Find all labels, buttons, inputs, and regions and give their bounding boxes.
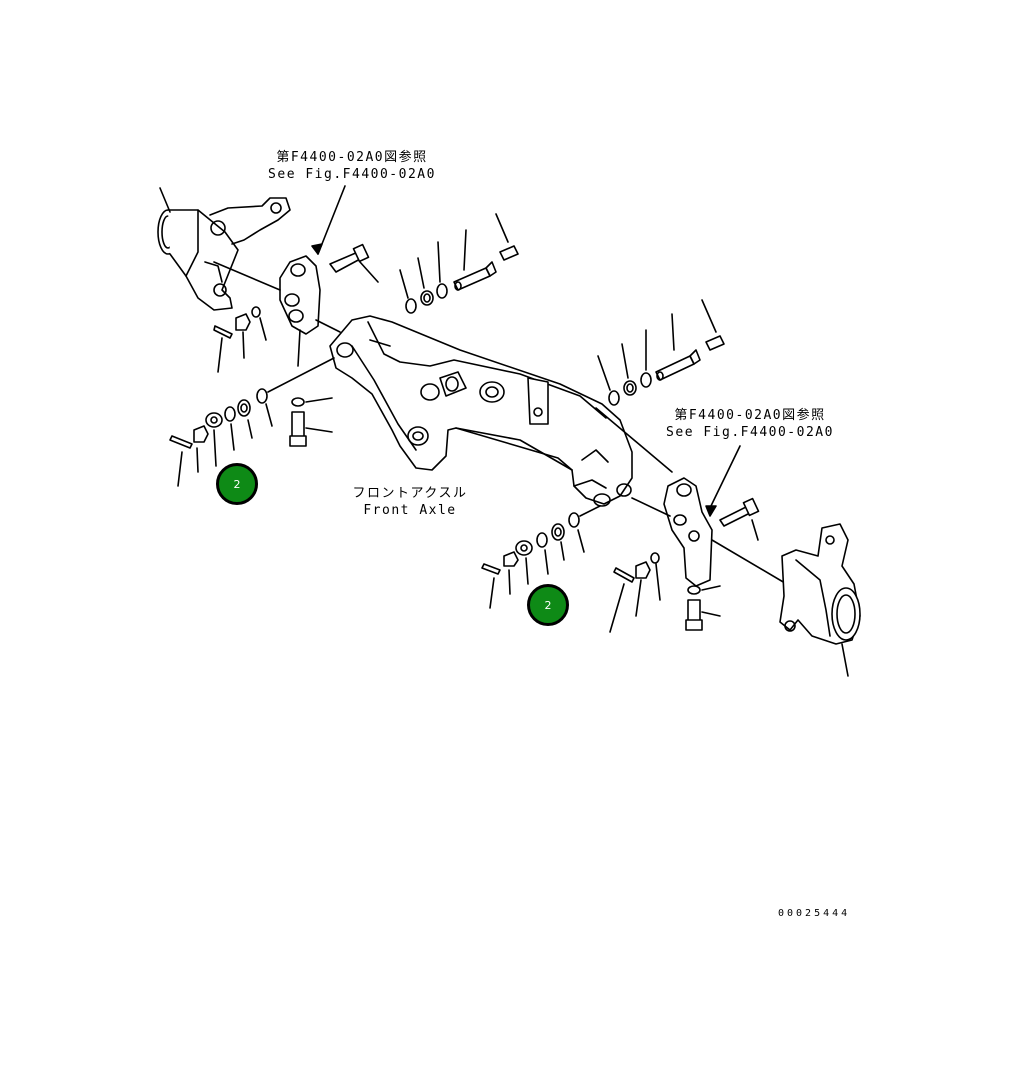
reference-note-right: 第F4400-02A0図参照 See Fig.F4400-02A0: [660, 407, 840, 441]
right-lower-washer-stack: [481, 505, 601, 609]
bolt-upper-left: [329, 243, 379, 283]
reference-note-top-en: See Fig.F4400-02A0: [268, 167, 436, 182]
left-arm-bracket: [213, 185, 346, 367]
right-steering-knuckle: [779, 523, 861, 677]
right-small-parts: [609, 552, 721, 633]
left-lower-washer-stack: [169, 357, 335, 487]
callout-badge-left[interactable]: 2: [216, 463, 258, 505]
document-number: 00025444: [778, 908, 851, 919]
reference-note-right-en: See Fig.F4400-02A0: [666, 425, 834, 440]
reference-note-top: 第F4400-02A0図参照 See Fig.F4400-02A0: [262, 149, 442, 183]
reference-note-top-ja: 第F4400-02A0図参照: [276, 150, 428, 165]
left-steering-knuckle: [157, 187, 291, 311]
bolt-right: [719, 497, 760, 541]
lower-pin-stack: [595, 299, 725, 473]
callout-badge-right-label: 2: [544, 598, 552, 612]
axle-caption-en: Front Axle: [363, 503, 457, 518]
axle-caption: フロントアクスル Front Axle: [340, 485, 480, 519]
upper-pin-stack: [399, 213, 519, 314]
callout-badge-right[interactable]: 2: [527, 584, 569, 626]
axle-caption-ja: フロントアクスル: [352, 486, 468, 501]
front-axle-beam: [329, 315, 633, 507]
left-shim-bolt: [289, 397, 333, 447]
right-arm-bracket: [631, 445, 791, 587]
reference-note-right-ja: 第F4400-02A0図参照: [674, 408, 826, 423]
callout-badge-left-label: 2: [233, 477, 241, 491]
left-small-parts: [213, 306, 267, 373]
